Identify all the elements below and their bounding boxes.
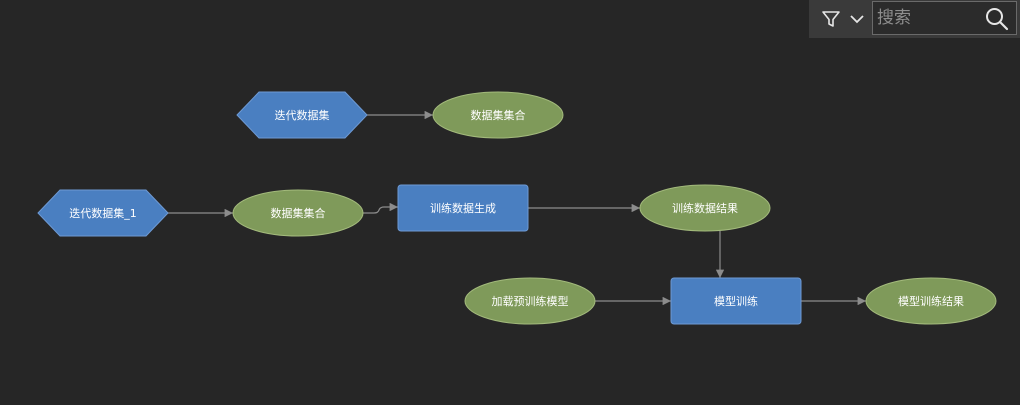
node-trainres[interactable]: 模型训练结果 xyxy=(865,277,997,325)
node-iter2-label: 迭代数据集_1 xyxy=(69,206,137,220)
filter-button[interactable] xyxy=(813,4,873,34)
search-box[interactable] xyxy=(872,1,1017,35)
node-ds2-shape xyxy=(232,189,364,237)
node-trainres-shape xyxy=(865,277,997,325)
node-ds1-label: 数据集集合 xyxy=(471,108,526,122)
node-result[interactable]: 训练数据结果 xyxy=(639,184,771,232)
node-iter1-shape xyxy=(236,91,368,139)
filter-icon xyxy=(822,11,840,27)
node-gen-shape xyxy=(397,184,529,232)
node-trainres-label: 模型训练结果 xyxy=(898,294,964,308)
node-result-label: 训练数据结果 xyxy=(672,201,738,215)
chevron-down-icon xyxy=(850,15,864,24)
node-ds1-shape xyxy=(432,91,564,139)
node-gen[interactable]: 训练数据生成 xyxy=(397,184,529,232)
edge-ds2-to-gen[interactable] xyxy=(363,202,398,214)
node-pretrained[interactable]: 加载预训练模型 xyxy=(464,277,596,325)
node-iter2[interactable]: 迭代数据集_1 xyxy=(37,189,169,237)
node-train-shape xyxy=(670,277,802,325)
node-gen-label: 训练数据生成 xyxy=(430,201,496,215)
search-input[interactable] xyxy=(877,4,977,32)
node-train[interactable]: 模型训练 xyxy=(670,277,802,325)
node-pretrained-shape xyxy=(464,277,596,325)
node-ds2-label: 数据集集合 xyxy=(271,206,326,220)
node-result-shape xyxy=(639,184,771,232)
node-iter1-label: 迭代数据集 xyxy=(275,108,330,122)
node-iter1[interactable]: 迭代数据集 xyxy=(236,91,368,139)
node-train-label: 模型训练 xyxy=(714,294,758,308)
canvas-toolbar xyxy=(809,0,1020,38)
node-ds1[interactable]: 数据集集合 xyxy=(432,91,564,139)
node-iter2-shape xyxy=(37,189,169,237)
search-icon[interactable] xyxy=(984,6,1010,32)
node-pretrained-label: 加载预训练模型 xyxy=(492,294,569,308)
node-ds2[interactable]: 数据集集合 xyxy=(232,189,364,237)
